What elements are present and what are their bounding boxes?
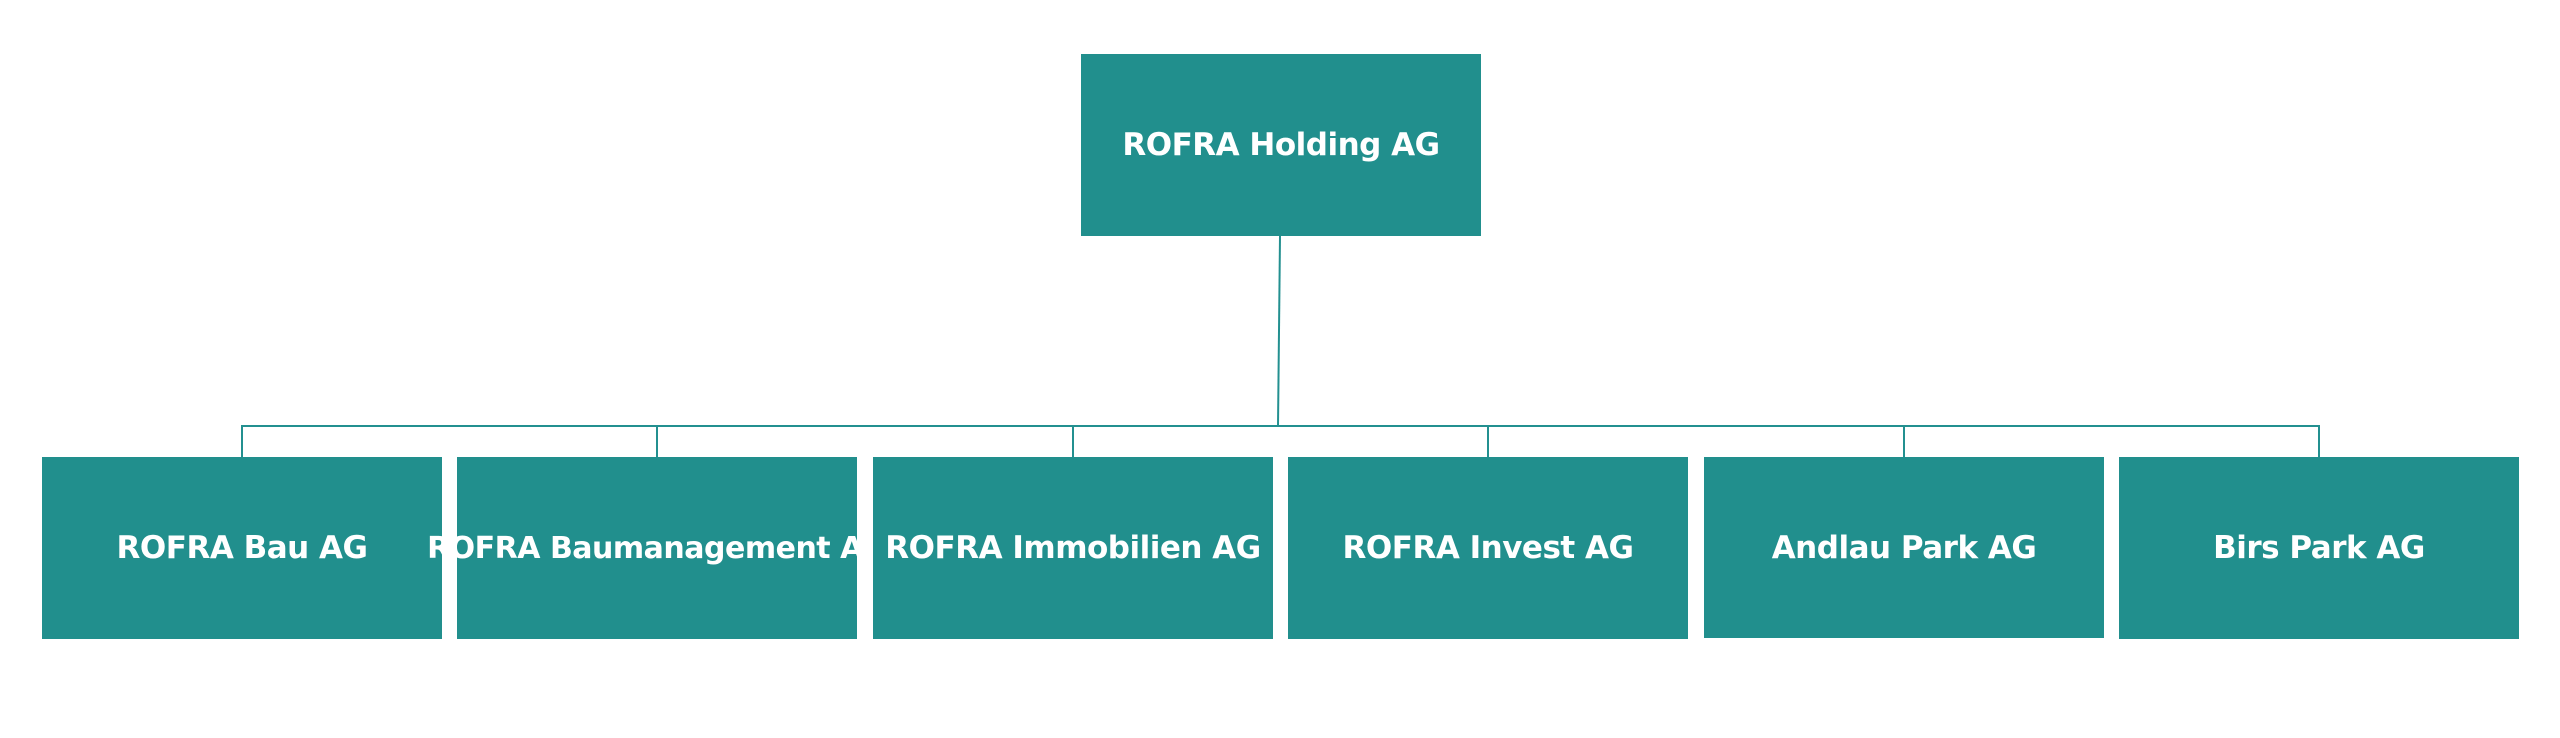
child-node-birs-park[interactable]: Birs Park AG bbox=[2119, 457, 2519, 639]
child-node-label: ROFRA Baumanagement AG bbox=[427, 530, 887, 566]
child-node-label: Andlau Park AG bbox=[1771, 529, 2037, 566]
child-node-label: ROFRA Bau AG bbox=[116, 530, 368, 566]
child-node-rofra-invest[interactable]: ROFRA Invest AG bbox=[1288, 457, 1688, 639]
root-connector bbox=[1277, 235, 1281, 427]
child-node-label: Birs Park AG bbox=[2213, 530, 2425, 566]
child-node-label: ROFRA Invest AG bbox=[1342, 530, 1634, 566]
child-node-andlau-park[interactable]: Andlau Park AG bbox=[1704, 457, 2104, 638]
child-node-label: ROFRA Immobilien AG bbox=[885, 530, 1261, 566]
child-node-rofra-bau[interactable]: ROFRA Bau AG bbox=[42, 457, 442, 639]
root-node[interactable]: ROFRA Holding AG bbox=[1081, 54, 1481, 236]
child-node-rofra-immobilien[interactable]: ROFRA Immobilien AG bbox=[873, 457, 1273, 639]
child-node-rofra-baumanagement[interactable]: ROFRA Baumanagement AG bbox=[427, 457, 887, 639]
root-node-label: ROFRA Holding AG bbox=[1122, 127, 1440, 163]
